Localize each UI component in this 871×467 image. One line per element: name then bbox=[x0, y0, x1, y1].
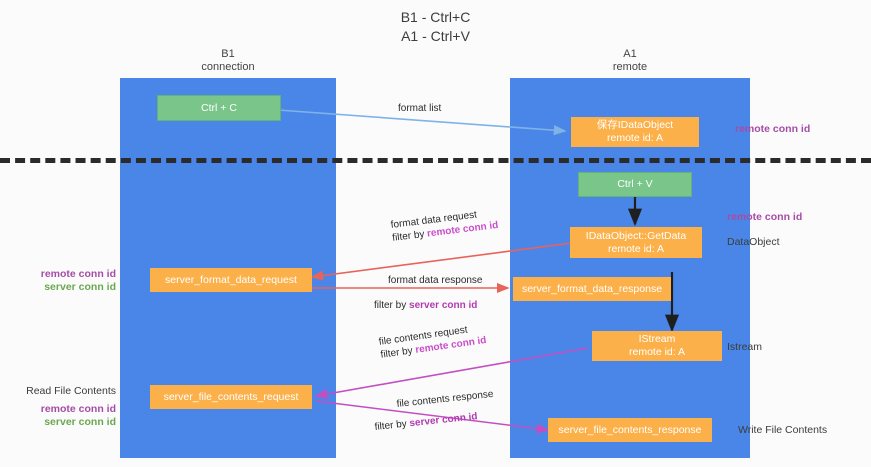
node-istream-title: IStream bbox=[638, 333, 676, 345]
security-boundary-divider bbox=[0, 158, 871, 163]
annotation-right-dataobject-text: DataObject bbox=[727, 236, 780, 248]
node-istream[interactable]: IStream remote id: A bbox=[592, 331, 722, 361]
node-istream-subtitle: remote id: A bbox=[628, 346, 686, 358]
edge-label-file-contents-response-filter: filter by server conn id bbox=[374, 410, 478, 434]
filter-prefix: filter by bbox=[374, 418, 411, 433]
node-server-file-contents-response[interactable]: server_file_contents_response bbox=[548, 418, 712, 442]
node-save-idataobject-subtitle: remote id: A bbox=[606, 132, 664, 144]
column-header-a1: A1 remote bbox=[510, 48, 750, 74]
annotation-left-format-server-text: server conn id bbox=[44, 281, 116, 293]
edge-label-format-data-response: format data response bbox=[388, 274, 483, 287]
column-header-b1: B1 connection bbox=[120, 48, 336, 74]
column-header-b1-role: connection bbox=[201, 61, 255, 73]
edge-label-format-data-response-text: format data response bbox=[388, 275, 483, 286]
annotation-left-format-conn-ids: remote conn id server conn id bbox=[0, 268, 116, 294]
column-header-a1-name: A1 bbox=[623, 48, 637, 60]
diagram-title-line2: A1 - Ctrl+V bbox=[401, 28, 470, 44]
annotation-right-top-conn: remote conn id bbox=[735, 123, 810, 136]
annotation-left-format-remote-text: remote conn id bbox=[40, 268, 116, 280]
annotation-left-read-file-contents-text: Read File Contents bbox=[26, 385, 116, 397]
node-ctrl-c[interactable]: Ctrl + C bbox=[157, 95, 281, 121]
annotation-right-write-file-contents: Write File Contents bbox=[738, 424, 827, 437]
node-ctrl-c-label: Ctrl + C bbox=[201, 101, 237, 114]
edge-label-file-contents-response-text: file contents response bbox=[396, 388, 495, 410]
annotation-right-getdata-conn: remote conn id bbox=[727, 211, 802, 224]
edge-label-format-data-response-filter: filter by server conn id bbox=[374, 299, 477, 312]
node-server-format-data-request[interactable]: server_format_data_request bbox=[150, 268, 312, 292]
edge-label-format-data-request: format data request filter by remote con… bbox=[390, 206, 499, 245]
node-server-format-data-response-label: server_format_data_response bbox=[521, 282, 663, 295]
node-server-file-contents-response-label: server_file_contents_response bbox=[558, 423, 702, 436]
annotation-right-top-conn-text: remote conn id bbox=[735, 123, 811, 135]
diagram-title-line1: B1 - Ctrl+C bbox=[400, 9, 471, 25]
node-idataobject-getdata[interactable]: IDataObject::GetData remote id: A bbox=[570, 227, 702, 258]
filter-prefix: filter by bbox=[374, 300, 410, 311]
filter-key-server-conn-id: server conn id bbox=[408, 411, 479, 430]
column-header-b1-name: B1 bbox=[221, 48, 235, 60]
node-save-idataobject[interactable]: 保存IDataObject remote id: A bbox=[571, 117, 699, 147]
node-ctrl-v-label: Ctrl + V bbox=[617, 178, 653, 190]
node-save-idataobject-title: 保存IDataObject bbox=[596, 119, 674, 131]
column-header-a1-role: remote bbox=[612, 61, 648, 73]
annotation-right-write-file-contents-text: Write File Contents bbox=[738, 424, 828, 436]
filter-prefix: filter by bbox=[391, 228, 428, 244]
node-server-format-data-request-label: server_format_data_request bbox=[165, 273, 297, 286]
annotation-left-file-remote-text: remote conn id bbox=[40, 403, 116, 415]
annotation-right-istream: Istream bbox=[727, 341, 762, 354]
annotation-right-getdata-conn-text: remote conn id bbox=[727, 211, 803, 223]
annotation-left-file-conn-ids: remote conn id server conn id bbox=[0, 403, 116, 429]
edge-label-format-list-text: format list bbox=[398, 103, 442, 114]
node-idataobject-getdata-subtitle: remote id: A bbox=[607, 242, 665, 255]
edge-label-format-list: format list bbox=[398, 102, 441, 115]
node-ctrl-v[interactable]: Ctrl + V bbox=[578, 172, 692, 197]
edge-label-file-contents-response: file contents response bbox=[396, 388, 494, 411]
annotation-right-istream-text: Istream bbox=[727, 341, 763, 353]
annotation-left-file-server-text: server conn id bbox=[44, 416, 116, 428]
annotation-left-read-file-contents: Read File Contents bbox=[0, 385, 116, 398]
edge-label-file-contents-request: file contents request filter by remote c… bbox=[378, 321, 487, 362]
node-server-format-data-response[interactable]: server_format_data_response bbox=[513, 277, 671, 301]
filter-prefix: filter by bbox=[379, 344, 417, 361]
diagram-title: B1 - Ctrl+C A1 - Ctrl+V bbox=[0, 8, 871, 46]
annotation-right-dataobject: DataObject bbox=[727, 236, 780, 249]
node-server-file-contents-request-label: server_file_contents_request bbox=[163, 390, 299, 403]
node-idataobject-getdata-title: IDataObject::GetData bbox=[585, 229, 687, 242]
node-server-file-contents-request[interactable]: server_file_contents_request bbox=[150, 385, 312, 409]
filter-key-server-conn-id: server conn id bbox=[409, 300, 478, 311]
